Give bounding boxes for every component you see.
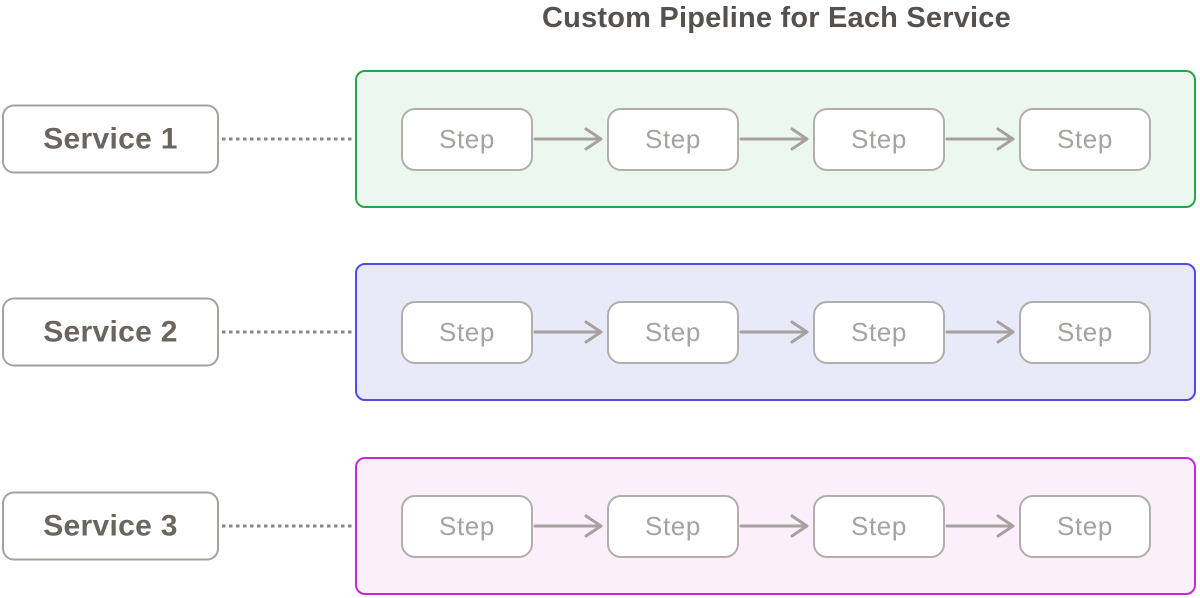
step-box: Step (1019, 494, 1151, 558)
step-box: Step (401, 107, 533, 171)
step-box: Step (401, 494, 533, 558)
arrow-right-icon (739, 511, 813, 541)
step-box: Step (1019, 300, 1151, 364)
service-3-box: Service 3 (2, 491, 219, 561)
step-box: Step (607, 107, 739, 171)
step-box: Step (813, 107, 945, 171)
dotted-connector (222, 137, 355, 141)
pipeline-container-service-1: Step Step Step Step (355, 70, 1196, 208)
arrow-right-icon (533, 317, 607, 347)
arrow-right-icon (739, 317, 813, 347)
step-box: Step (607, 494, 739, 558)
step-box: Step (401, 300, 533, 364)
step-box: Step (813, 494, 945, 558)
arrow-right-icon (945, 511, 1019, 541)
pipeline-container-service-2: Step Step Step Step (355, 263, 1196, 401)
arrow-right-icon (739, 124, 813, 154)
service-1-label: Service 1 (43, 122, 178, 155)
pipeline-row-service-2: Service 2 Step Step Step Step (0, 263, 1200, 401)
arrow-right-icon (945, 317, 1019, 347)
service-2-box: Service 2 (2, 297, 219, 367)
dotted-connector (222, 524, 355, 528)
step-box: Step (1019, 107, 1151, 171)
arrow-right-icon (945, 124, 1019, 154)
diagram-title: Custom Pipeline for Each Service (542, 2, 1011, 34)
pipeline-container-service-3: Step Step Step Step (355, 457, 1196, 595)
service-1-box: Service 1 (2, 104, 219, 174)
pipeline-row-service-1: Service 1 Step Step Step Step (0, 70, 1200, 208)
dotted-connector (222, 330, 355, 334)
pipeline-row-service-3: Service 3 Step Step Step Step (0, 457, 1200, 595)
arrow-right-icon (533, 124, 607, 154)
arrow-right-icon (533, 511, 607, 541)
step-box: Step (607, 300, 739, 364)
service-2-label: Service 2 (43, 315, 178, 348)
step-box: Step (813, 300, 945, 364)
service-3-label: Service 3 (43, 509, 178, 542)
